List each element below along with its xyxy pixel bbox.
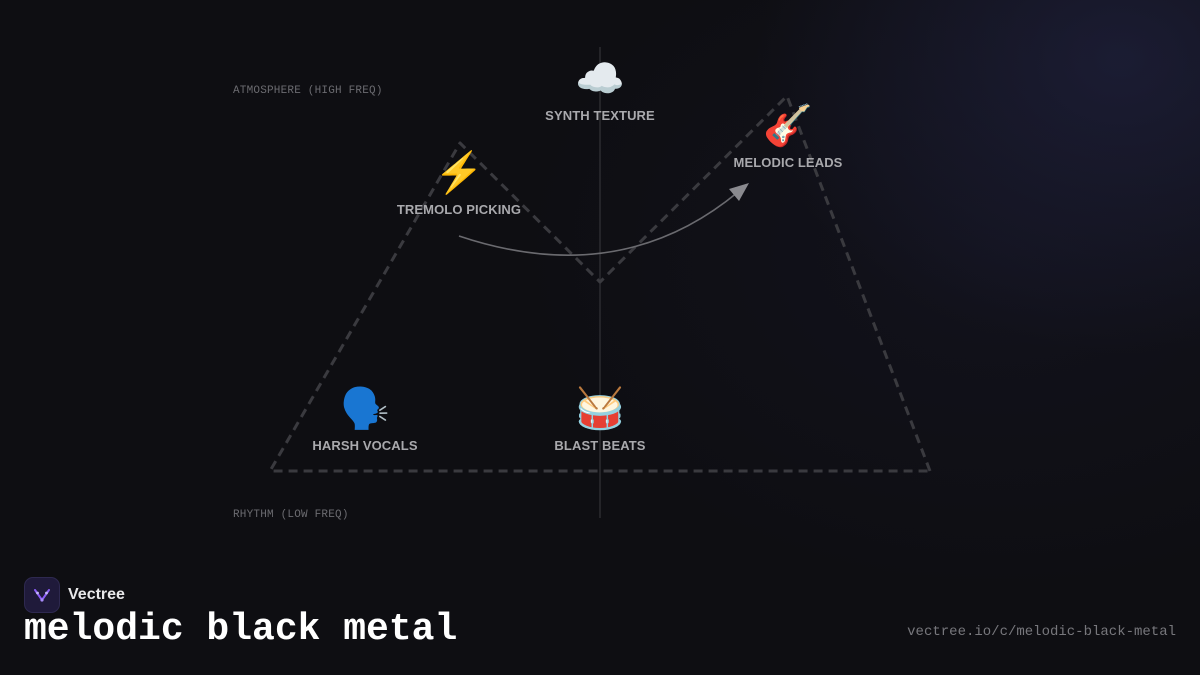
drum-icon: 🥁 — [575, 387, 625, 431]
speaking-head-icon: 🗣️ — [340, 387, 390, 431]
guitar-icon: 🎸 — [763, 104, 813, 148]
brand-name: Vectree — [68, 586, 125, 603]
cloud-icon: ☁️ — [575, 57, 625, 101]
node-label: SYNTH TEXTURE — [545, 108, 655, 123]
node-label: BLAST BEATS — [554, 438, 646, 453]
node-label: TREMOLO PICKING — [396, 202, 522, 217]
node-tremolo-picking[interactable]: ⚡ TREMOLO PICKING — [397, 150, 521, 217]
node-harsh-vocals[interactable]: 🗣️ HARSH VOCALS — [312, 386, 417, 453]
node-synth-texture[interactable]: ☁️ SYNTH TEXTURE — [545, 56, 655, 123]
node-melodic-leads[interactable]: 🎸 MELODIC LEADS — [734, 103, 843, 170]
axis-label-rhythm: RHYTHM (LOW FREQ) — [233, 509, 349, 521]
brand[interactable]: Vectree — [24, 577, 125, 613]
node-label: MELODIC LEADS — [733, 155, 843, 170]
page-url[interactable]: vectree.io/c/melodic-black-metal — [907, 624, 1176, 640]
connection-arrow — [458, 191, 739, 256]
lightning-icon: ⚡ — [434, 151, 484, 195]
node-label: HARSH VOCALS — [312, 438, 418, 453]
arrow-head — [729, 183, 749, 201]
vectree-logo-icon — [24, 577, 60, 613]
dashed-mountain-outline — [268, 94, 932, 473]
node-blast-beats[interactable]: 🥁 BLAST BEATS — [554, 386, 645, 453]
axis-label-atmosphere: ATMOSPHERE (HIGH FREQ) — [233, 85, 383, 97]
page-title: melodic black metal — [24, 608, 458, 651]
